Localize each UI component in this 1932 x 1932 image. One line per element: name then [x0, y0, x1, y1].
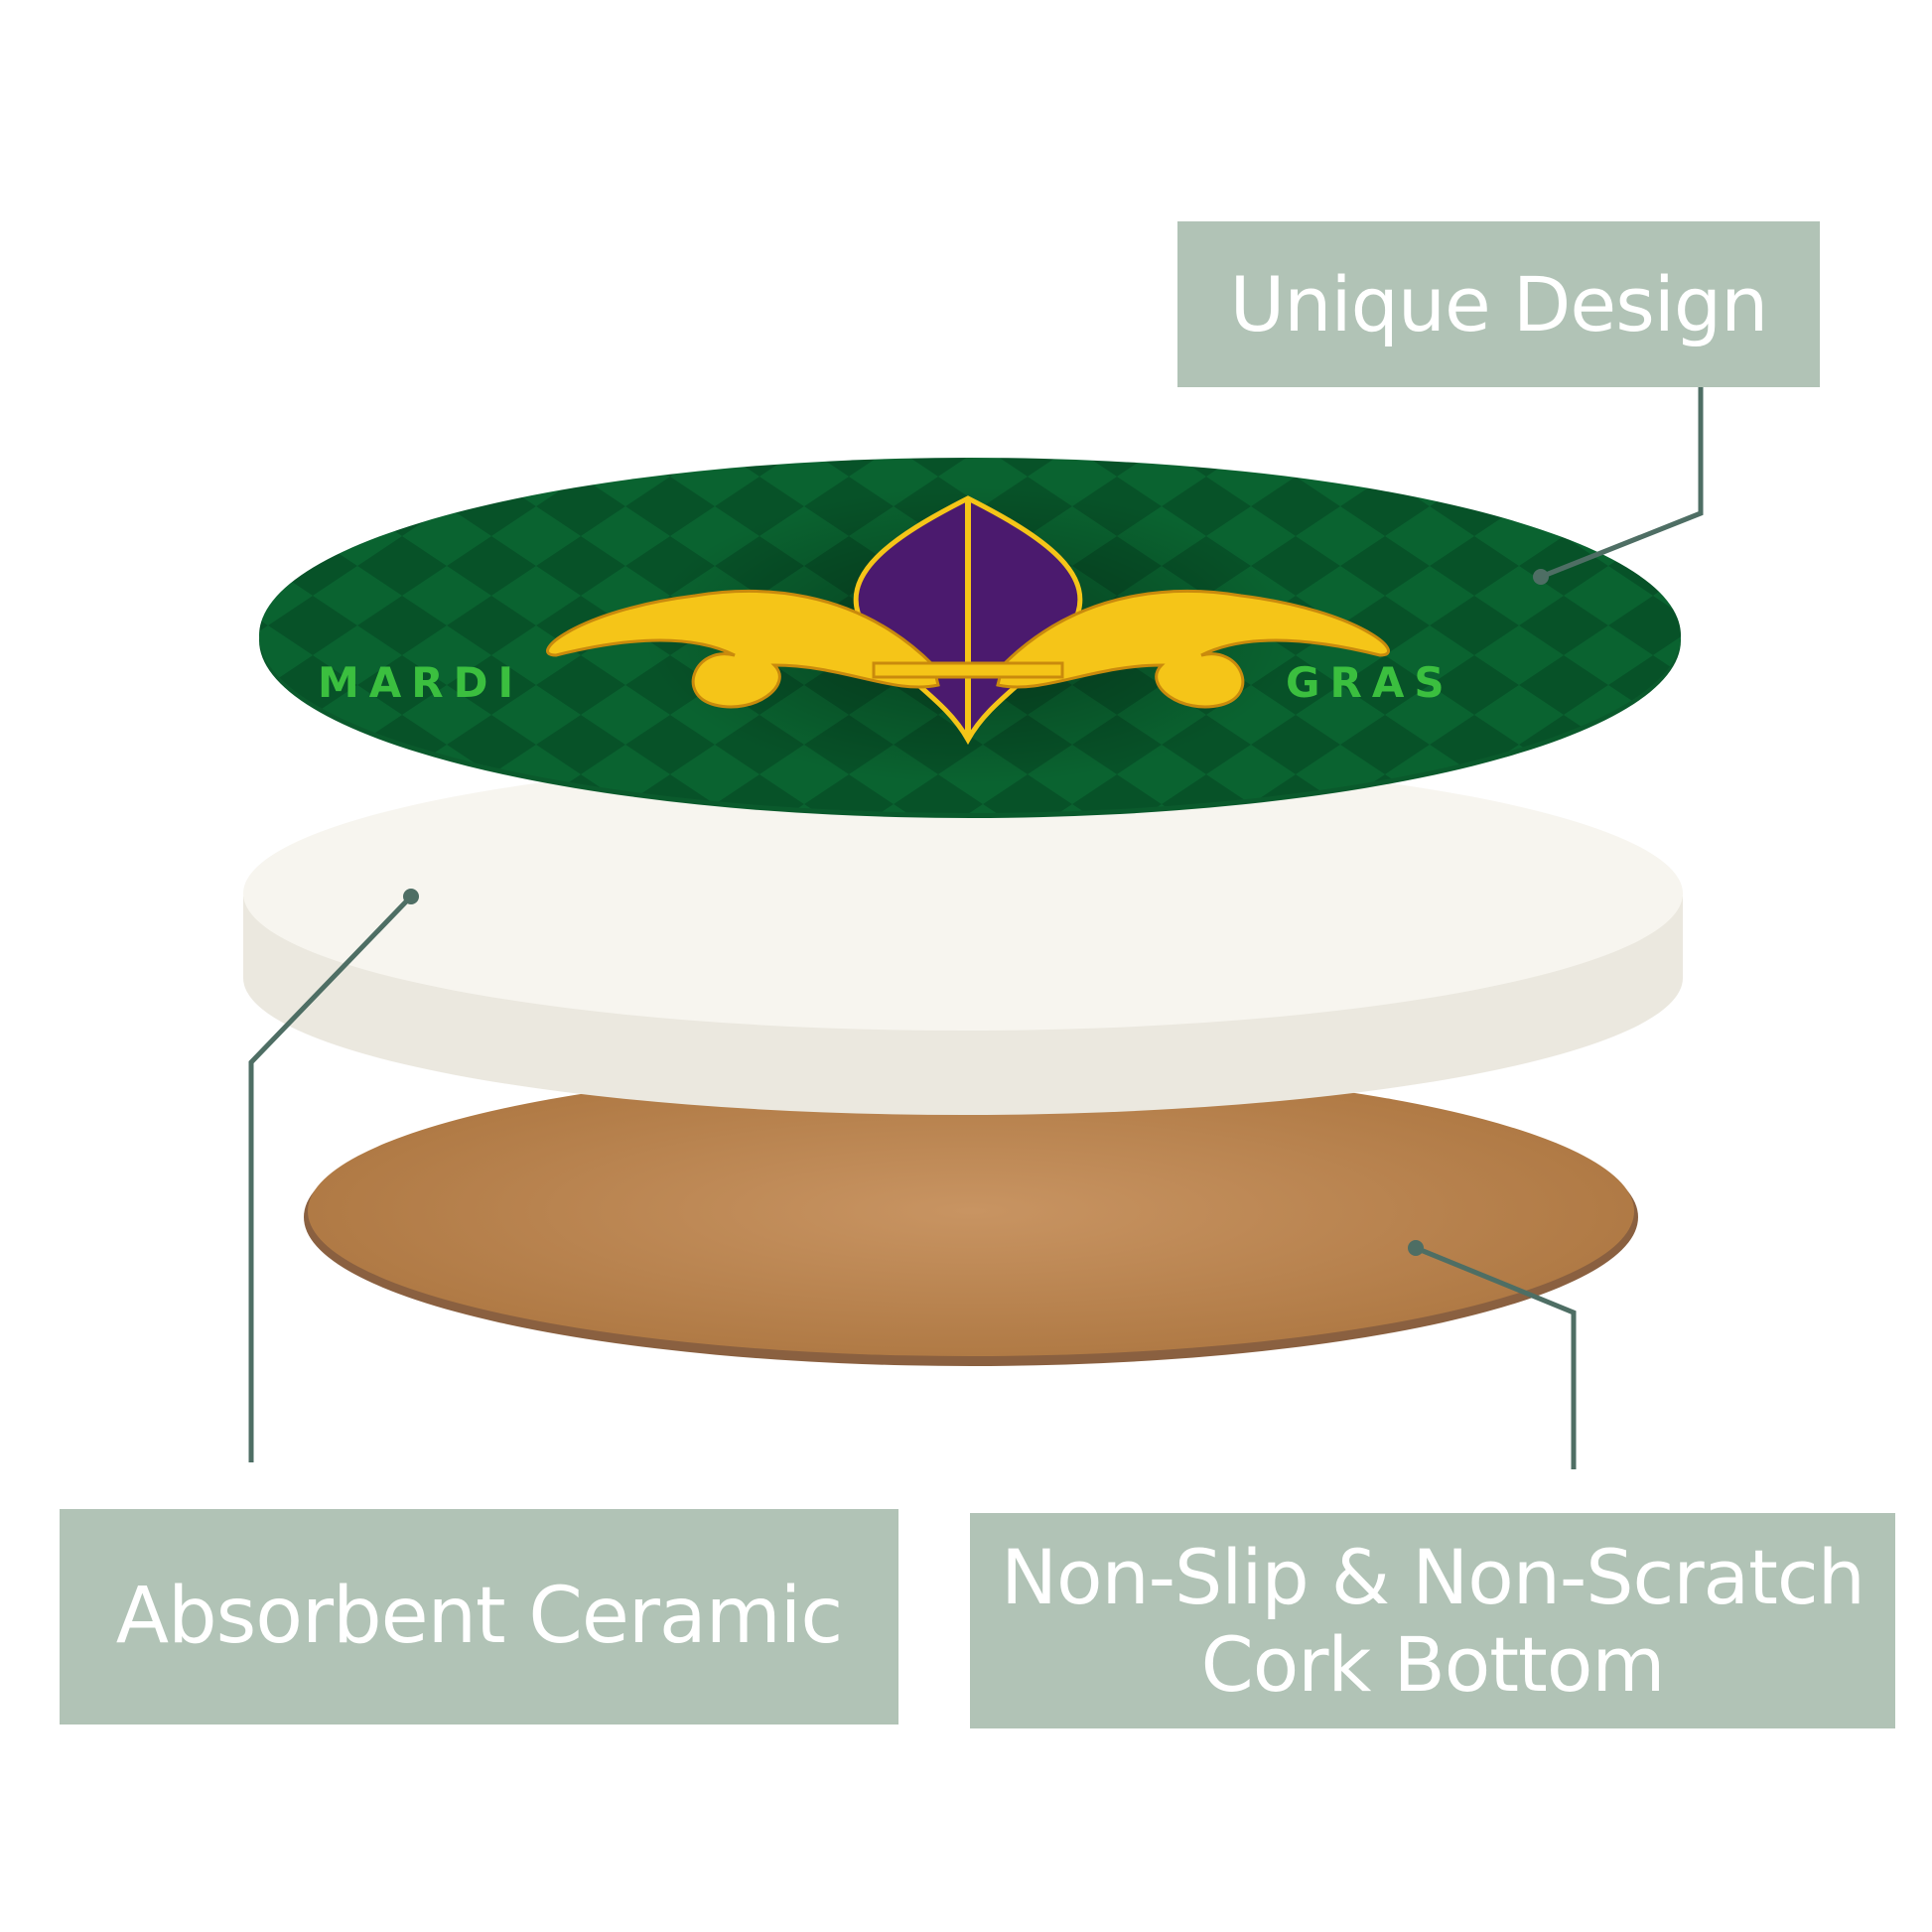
leader-dot-design [1533, 569, 1549, 585]
design-text-gras: GRAS [1286, 658, 1454, 707]
design-text-mardi: MARDI [318, 658, 523, 707]
ceramic-layer [243, 757, 1683, 1115]
fleur-de-lis-icon [546, 495, 1390, 746]
leader-line-design [1540, 387, 1704, 580]
label-cork-bottom-line1: Non-Slip & Non-Scratch [1001, 1533, 1865, 1622]
design-layer: MARDI GRAS [259, 458, 1681, 818]
leader-dot-ceramic [403, 889, 419, 904]
label-unique-design: Unique Design [1177, 221, 1820, 387]
label-unique-design-text: Unique Design [1229, 259, 1769, 348]
leader-line-cork [1415, 1245, 1577, 1469]
leader-dot-cork [1408, 1240, 1424, 1256]
label-absorbent-ceramic-text: Absorbent Ceramic [115, 1571, 843, 1661]
label-absorbent-ceramic: Absorbent Ceramic [60, 1509, 898, 1725]
label-cork-bottom: Non-Slip & Non-Scratch Cork Bottom [970, 1513, 1895, 1728]
cork-layer [304, 1066, 1638, 1366]
label-cork-bottom-line2: Cork Bottom [1200, 1619, 1666, 1709]
leader-line-ceramic [248, 895, 413, 1462]
